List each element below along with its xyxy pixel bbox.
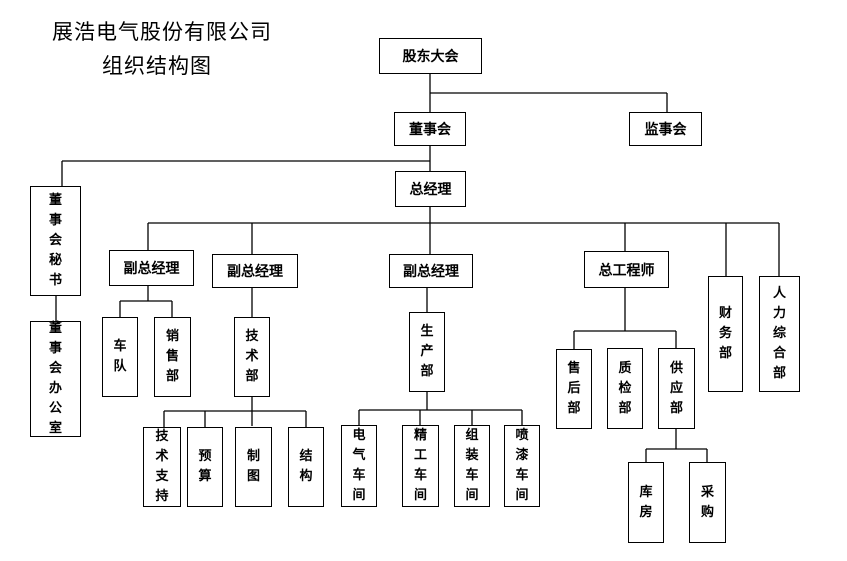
vgm-box-3: 副总经理 <box>389 254 473 288</box>
painting-ws-box: 喷漆车间 <box>504 425 540 507</box>
tech-box: 技术部 <box>234 317 270 397</box>
drafting-box: 制图 <box>235 427 272 507</box>
shareholders-box: 股东大会 <box>379 38 482 74</box>
supply-box: 供应部 <box>658 348 695 429</box>
board-secretary-box: 董事会秘书 <box>30 186 81 296</box>
chart-title: 组织结构图 <box>102 54 212 78</box>
chief-engineer-box: 总工程师 <box>584 251 669 288</box>
tech-support-box: 技术支持 <box>143 427 181 507</box>
production-box: 生产部 <box>409 312 445 392</box>
supervisory-box: 监事会 <box>629 112 702 146</box>
vgm-box-2: 副总经理 <box>212 254 298 288</box>
sales-box: 销售部 <box>154 317 191 397</box>
board-box: 董事会 <box>394 112 466 146</box>
hr-box: 人力综合部 <box>759 276 800 392</box>
electrical-ws-box: 电气车间 <box>341 425 377 507</box>
fleet-box: 车队 <box>102 317 138 397</box>
qc-box: 质检部 <box>607 348 643 429</box>
company-title: 展浩电气股份有限公司 <box>52 20 272 44</box>
finance-box: 财务部 <box>708 276 743 392</box>
vgm-box-1: 副总经理 <box>109 250 194 286</box>
structure-box: 结构 <box>288 427 324 507</box>
warehouse-box: 库房 <box>628 462 664 543</box>
finishing-ws-box: 精工车间 <box>402 425 439 507</box>
gm-box: 总经理 <box>395 171 466 207</box>
board-office-box: 董事会办公室 <box>30 321 81 437</box>
purchasing-box: 采购 <box>689 462 726 543</box>
budget-box: 预算 <box>187 427 223 507</box>
assembly-ws-box: 组装车间 <box>454 425 490 507</box>
after-sales-box: 售后部 <box>556 349 592 429</box>
